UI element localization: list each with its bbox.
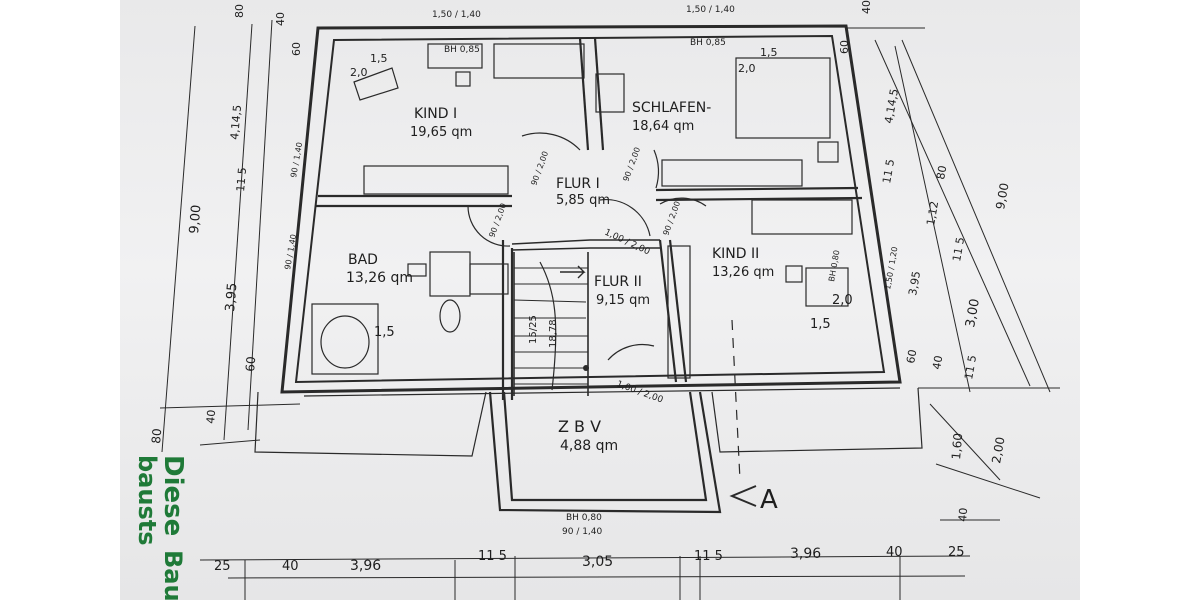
top-window-right-label: 1,50 / 1,40 — [686, 5, 735, 15]
lower-projection — [254, 387, 923, 514]
section-marker-a: A — [729, 319, 778, 515]
desk-width-label: 1,5 — [810, 317, 831, 332]
dim-right-40: 40 — [860, 0, 873, 14]
room-name-kind2: KIND II — [712, 246, 759, 262]
room-name-flur2: FLUR II — [594, 274, 642, 290]
dim-right-60: 60 — [838, 40, 851, 54]
left-blank-margin — [0, 0, 120, 600]
room-name-kind1: KIND I — [414, 106, 457, 122]
dim-right-300: 3,00 — [963, 298, 983, 329]
dim-bottom-40-left: 40 — [282, 559, 299, 574]
dim-right-4145: 4,14,5 — [882, 88, 901, 125]
stairs-label-2: 18,78 — [548, 319, 559, 348]
blueprint-paper: Diese bausts Bau — [120, 0, 1080, 600]
staircase — [513, 252, 589, 396]
dim-top-left-60: 60 — [290, 42, 303, 56]
room-labels: KIND I 19,65 qm SCHLAFEN- 18,64 qm FLUR … — [346, 100, 774, 454]
dim-left-6: 80 — [149, 428, 164, 444]
tub-label: 1,5 — [374, 325, 395, 340]
green-stamp: Diese bausts Bau — [133, 455, 188, 600]
dim-right-115: 11 5 — [880, 158, 897, 184]
dim-top-left-40: 40 — [274, 12, 287, 26]
bed2-length-label: 2,0 — [738, 62, 756, 75]
room-area-flur1: 5,85 qm — [556, 193, 610, 208]
bh-left-label: BH 0,85 — [444, 45, 480, 55]
bottom-window-label: 90 / 1,40 — [562, 527, 603, 537]
room-area-schlafen: 18,64 qm — [632, 119, 694, 134]
dimension-labels: 80 40 60 9,00 4,14,5 11 5 3,95 60 40 80 … — [149, 0, 1012, 574]
dim-left-5: 40 — [204, 409, 218, 424]
dim-right-112: 1,12 — [924, 200, 941, 226]
dim-right-160: 1,60 — [949, 432, 965, 460]
floor-plan-drawing: Diese bausts Bau — [133, 0, 1060, 600]
dim-right-115b: 11 5 — [950, 236, 967, 262]
room-area-flur2: 9,15 qm — [596, 293, 650, 308]
stamp-line-2: bausts — [133, 455, 161, 546]
right-blank-margin — [1080, 0, 1200, 600]
dimension-lines — [159, 19, 1060, 600]
room-area-kind2: 13,26 qm — [712, 265, 774, 280]
top-window-left-label: 1,50 / 1,40 — [432, 10, 481, 20]
dim-bottom-25-left: 25 — [214, 559, 231, 574]
furniture-labels: 1,5 2,0 1,5 2,0 1,5 1,5 2,0 — [350, 46, 853, 340]
dim-left-1: 4,14,5 — [228, 104, 244, 140]
interior-walls — [316, 37, 863, 400]
door-flur1-left-label: 90 / 2,00 — [529, 150, 550, 187]
room-name-flur1: FLUR I — [556, 176, 600, 192]
room-name-schlafen: SCHLAFEN- — [632, 100, 711, 116]
bh-right-label: BH 0,85 — [690, 38, 726, 48]
bh-kind2-label: BH 0,80 — [827, 249, 841, 282]
dim-bottom-305: 3,05 — [582, 554, 613, 570]
room-area-kind1: 19,65 qm — [410, 125, 472, 140]
door-swings — [467, 132, 707, 361]
section-marker-label: A — [760, 485, 778, 515]
door-kind2-label: 90 / 2,00 — [661, 200, 682, 237]
right-window-label: 1,50 / 1,20 — [883, 246, 899, 290]
dim-right-395: 3,95 — [906, 270, 923, 296]
dim-bottom-115-left: 11 5 — [478, 549, 507, 564]
dim-top-left-80: 80 — [233, 4, 246, 18]
dim-bottom-115-right: 11 5 — [694, 549, 723, 564]
exterior-walls — [280, 24, 902, 397]
dim-right-40c: 40 — [956, 507, 970, 522]
room-name-zbv: Z B V — [558, 417, 601, 436]
dim-bottom-40-right: 40 — [886, 545, 903, 560]
dim-right-60b: 60 — [904, 348, 919, 364]
door-kind1-flur-label: 90 / 2,00 — [487, 202, 508, 239]
desk-length-label: 2,0 — [832, 293, 853, 308]
door-flur1-right-label: 90 / 2,00 — [621, 146, 642, 183]
dim-left-total: 9,00 — [187, 204, 204, 234]
dim-right-900: 9,00 — [993, 182, 1011, 211]
dim-right-200: 2,00 — [989, 436, 1007, 465]
furniture — [311, 43, 853, 379]
dim-right-115c: 11 5 — [962, 354, 979, 380]
dim-left-2: 11 5 — [234, 167, 249, 193]
dim-right-80: 80 — [934, 164, 949, 180]
bed1-width-label: 1,5 — [370, 52, 388, 65]
stairs-label: 15/25 — [528, 315, 539, 344]
stamp-line-3: Bau — [159, 550, 187, 600]
dim-bottom-396-left: 3,96 — [350, 558, 381, 574]
door-flur2-center-label: 1,00 / 2,00 — [603, 228, 652, 258]
bed1-length-label: 2,0 — [350, 66, 368, 79]
room-area-zbv: 4,88 qm — [560, 438, 618, 454]
bottom-bh-label: BH 0,80 — [566, 513, 602, 523]
bed2-width-label: 1,5 — [760, 46, 778, 59]
stamp-line-1: Diese — [158, 455, 188, 536]
dim-left-4: 60 — [243, 356, 258, 372]
dim-left-3: 3,95 — [223, 282, 240, 312]
dim-bottom-396-right: 3,96 — [790, 546, 821, 562]
room-area-bad: 13,26 qm — [346, 270, 413, 286]
door-zbv-label: 1,00 / 2,00 — [615, 379, 665, 405]
left-window-upper-label: 90 / 1,40 — [289, 142, 304, 179]
dim-right-40b: 40 — [930, 354, 945, 370]
room-name-bad: BAD — [348, 252, 378, 268]
dim-bottom-25-right: 25 — [948, 545, 965, 560]
